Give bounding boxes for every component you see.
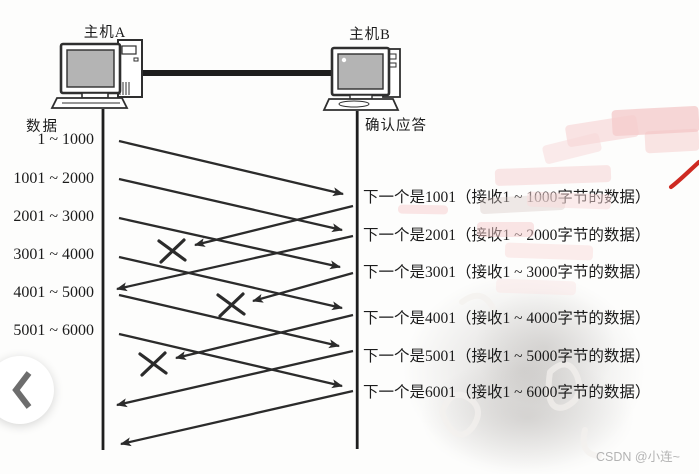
packet-loss-x-mark <box>140 351 167 377</box>
arrow-layer <box>116 139 354 447</box>
network-cable <box>141 70 333 76</box>
ack-arrow-lost <box>175 313 354 361</box>
packet-loss-x-mark <box>159 238 186 264</box>
ack-arrow-lost <box>252 271 354 303</box>
data-segment-arrow <box>118 216 341 270</box>
data-segment-arrow <box>118 139 344 197</box>
data-segment-arrow <box>118 332 343 389</box>
data-segment-arrow <box>118 293 340 349</box>
host-a-computer-icon <box>50 39 143 109</box>
data-segment-arrow <box>118 177 343 233</box>
ack-arrow <box>116 349 354 408</box>
data-segment-arrow <box>118 255 343 311</box>
red-pen-stroke <box>668 159 699 190</box>
ack-arrow-lost <box>194 204 354 247</box>
ack-arrow <box>120 389 354 447</box>
host-b-computer-icon <box>322 46 401 111</box>
packet-loss-x-mark <box>218 292 245 318</box>
host-b-timeline-line <box>355 111 359 449</box>
back-button[interactable] <box>0 356 54 424</box>
chevron-left-icon <box>12 371 32 409</box>
csdn-credit-watermark: CSDN @小连~ <box>596 450 680 464</box>
host-a-timeline-line <box>101 109 105 450</box>
ack-arrow <box>116 234 354 292</box>
